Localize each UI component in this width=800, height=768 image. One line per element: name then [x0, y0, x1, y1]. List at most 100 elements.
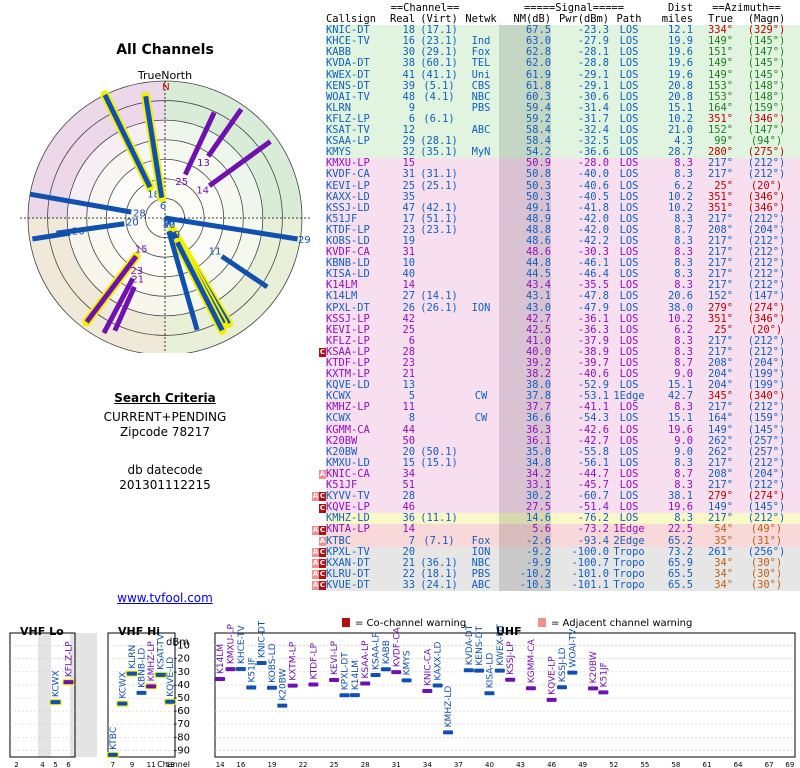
cell-mi: 8.3 — [674, 402, 694, 414]
cell-mag: (346°) — [747, 313, 786, 325]
cell-virt — [415, 336, 463, 347]
cell-real: 13 — [402, 380, 415, 392]
bar-callsign-label: KNIC-CA — [423, 648, 433, 686]
cell-az: 151° — [708, 47, 734, 59]
cell-pwr: -32.4 — [577, 125, 610, 137]
bar-callsign-label: K20BW — [278, 668, 288, 700]
cell-nm: 62.0 — [499, 58, 552, 70]
signal-bar — [380, 667, 391, 672]
bar-callsign-label: K14LM — [216, 644, 226, 674]
cell-real: 15 — [402, 457, 415, 469]
signal-bar — [401, 678, 412, 683]
cell-cs: KSAT-TV — [326, 125, 370, 137]
cell-nm: 36.3 — [499, 424, 552, 436]
cell-net — [463, 136, 499, 147]
col-real: Real — [389, 14, 415, 26]
polar-title: All Channels — [116, 42, 214, 58]
cell-cs: K14LM — [326, 291, 358, 303]
band-panel — [9, 632, 76, 758]
cell-net — [463, 225, 499, 236]
adjacent-channel-warning-icon: A — [319, 470, 326, 480]
cell-real: 21 — [402, 369, 415, 381]
cell-pwr: -41.1 — [577, 402, 610, 414]
cell-pwr: -40.6 — [577, 369, 610, 381]
cell-virt — [415, 347, 463, 358]
cell-net — [463, 181, 499, 192]
cell-az: 262° — [708, 446, 734, 458]
signal-bar — [588, 686, 599, 691]
cell-cs: K14LM — [326, 280, 358, 292]
cell-net — [463, 25, 499, 36]
cell-net — [463, 380, 499, 391]
cell-cs: KABB — [326, 47, 352, 59]
polar-segment-label: 6 — [160, 201, 166, 212]
x-tick-label: 69 — [785, 761, 794, 768]
x-tick-label: 4 — [40, 761, 45, 768]
cell-az: 262° — [708, 435, 734, 447]
cell-mi: 20.6 — [668, 291, 694, 303]
cell-az: 217° — [708, 247, 734, 259]
cell-cs: KMYS — [326, 147, 352, 159]
signal-bar — [494, 668, 505, 673]
cell-real: 14 — [402, 524, 415, 536]
polar-segment — [29, 191, 132, 215]
cell-real: 23 — [402, 358, 415, 369]
cell-cs: KPXL-TV — [326, 546, 370, 558]
cell-nm: 38.2 — [499, 369, 552, 381]
cell-net — [463, 291, 499, 302]
cell-path: LOS — [619, 513, 639, 525]
cell-net — [463, 524, 499, 535]
bar-callsign-label: KFLZ-LP — [65, 641, 75, 677]
cell-mag: (94°) — [750, 136, 783, 148]
cell-virt: (15.1) — [420, 457, 458, 469]
cell-real: 12 — [402, 125, 415, 137]
x-tick-label: 40 — [485, 761, 494, 768]
cell-mag: (274°) — [747, 491, 786, 503]
cell-virt — [415, 247, 463, 258]
cell-net: ION — [471, 302, 491, 314]
cell-mag: (145°) — [747, 424, 786, 436]
tvfool-link[interactable]: www.tvfool.com — [117, 591, 213, 605]
polar-segment — [182, 111, 217, 176]
cell-virt: (14.1) — [420, 291, 458, 303]
cell-nm: 35.0 — [499, 446, 552, 458]
cell-virt: (41.1) — [420, 69, 458, 81]
cell-az: 153° — [708, 91, 734, 103]
cell-nm: 27.5 — [499, 502, 552, 514]
cell-net: PBS — [471, 102, 491, 114]
cell-cs: KSAA-LP — [326, 346, 370, 358]
north-marker: N — [162, 82, 169, 93]
y-tick-label: -60 — [174, 706, 190, 717]
cell-path: LOS — [619, 25, 639, 37]
signal-bar — [277, 703, 288, 708]
cell-real: 40 — [402, 269, 415, 281]
cell-path: LOS — [619, 302, 639, 314]
cell-path: LOS — [619, 147, 639, 159]
cell-pwr: -27.9 — [577, 36, 610, 48]
cell-net: TEL — [471, 58, 491, 70]
cell-nm: 67.5 — [499, 25, 552, 37]
cell-az: 217° — [708, 280, 734, 292]
cell-nm: -9.9 — [499, 557, 552, 569]
cell-cs: K20BW — [326, 446, 358, 458]
polar-segment — [102, 93, 153, 189]
y-axis-label: dBm — [166, 637, 189, 648]
cell-path: 1Edge — [613, 391, 645, 403]
cell-cs: KPXL-DT — [326, 302, 370, 314]
bar-callsign-label: KOBS-LD — [268, 643, 278, 682]
cell-nm: 34.2 — [499, 468, 552, 481]
cell-path: LOS — [619, 180, 639, 192]
cell-mag: (204°) — [747, 468, 786, 480]
adjacent-channel-warning-icon: A — [319, 536, 326, 546]
cell-mag: (145°) — [747, 58, 786, 70]
cell-az: 217° — [708, 346, 734, 358]
x-tick-label: 43 — [516, 761, 525, 768]
cell-mi: 15.1 — [668, 380, 694, 392]
cell-real: 42 — [402, 313, 415, 325]
